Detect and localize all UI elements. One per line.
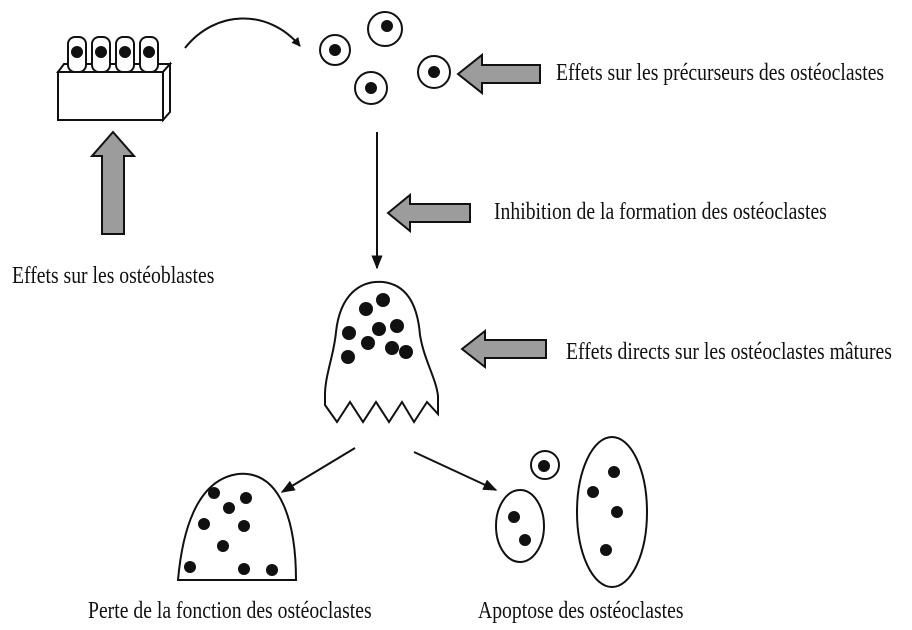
arrow-to-apoptosis <box>413 451 498 491</box>
arrow-to-loss-of-function <box>280 447 356 493</box>
precursor-cells <box>319 11 451 105</box>
label-apoptosis: Apoptose des ostéoclastes <box>478 598 684 624</box>
label-loss-of-function: Perte de la fonction des ostéoclastes <box>88 598 372 624</box>
inactive-osteoclast <box>176 472 298 581</box>
label-direct-effects: Effets directs sur les ostéoclastes mâtu… <box>566 339 892 365</box>
grey-arrow-osteoblasts <box>89 130 137 235</box>
apoptotic-bodies <box>495 436 648 588</box>
label-osteoblast-effects: Effets sur les ostéoblastes <box>12 263 215 289</box>
label-precursor-effects: Effets sur les précurseurs des ostéoclas… <box>556 60 885 86</box>
inactive-osteoclast-nuclei <box>184 487 278 576</box>
label-formation-inhibition: Inhibition de la formation des ostéoclas… <box>494 199 827 225</box>
mature-osteoclast-nuclei <box>341 293 413 364</box>
curved-arrow-to-precursors <box>184 17 301 49</box>
osteoblast-cells <box>67 36 159 73</box>
osteoblast-layer <box>56 36 173 123</box>
grey-arrow-inhibition <box>386 192 471 234</box>
grey-arrow-direct <box>460 328 547 370</box>
grey-arrow-precursors <box>456 52 541 96</box>
mature-osteoclast <box>324 280 439 424</box>
